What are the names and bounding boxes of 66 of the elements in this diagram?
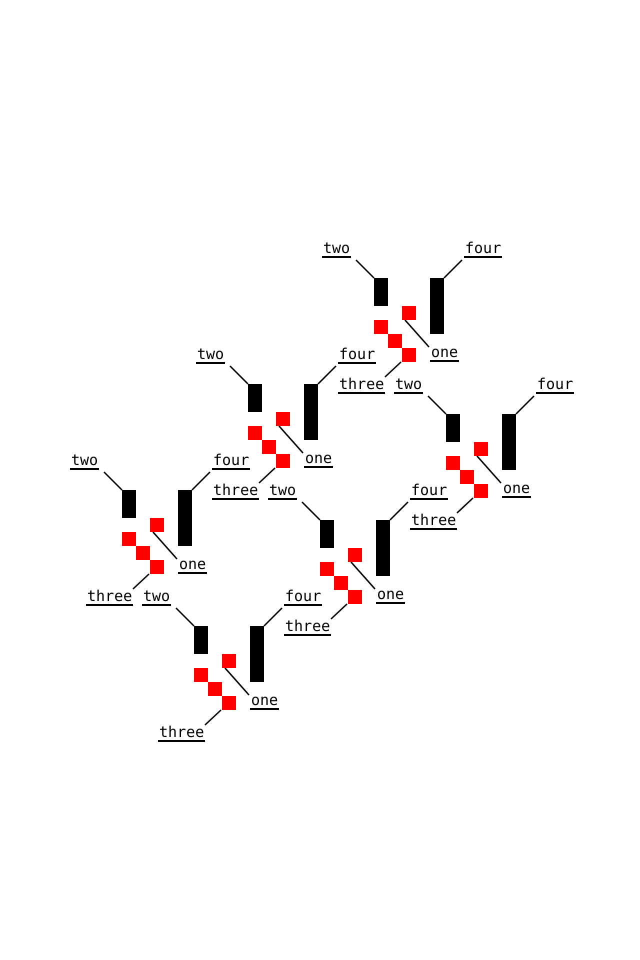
stepped-squares-drawing	[248, 426, 290, 468]
part-label: three	[158, 724, 206, 742]
bar-marker	[430, 278, 444, 334]
part-label: four	[212, 452, 250, 470]
part-label: four	[338, 346, 376, 364]
square-marker	[474, 442, 488, 456]
leader-line	[258, 467, 276, 484]
part-label: three	[212, 482, 260, 500]
leader-line	[355, 259, 375, 279]
bar-marker	[304, 384, 318, 440]
part-label: one	[502, 480, 532, 498]
square-marker	[276, 412, 290, 426]
leader-line	[330, 603, 348, 620]
bar-marker	[502, 414, 516, 470]
part-label: four	[536, 376, 574, 394]
bar-marker	[122, 490, 136, 518]
stepped-squares-drawing	[194, 668, 236, 710]
leader-line	[263, 607, 283, 627]
leader-line	[229, 365, 249, 385]
stepped-squares-drawing	[122, 532, 164, 574]
part-label: three	[86, 588, 134, 606]
part-label: one	[250, 692, 280, 710]
leader-line	[204, 709, 222, 726]
part-label: four	[410, 482, 448, 500]
square-marker	[150, 518, 164, 532]
part-label: three	[284, 618, 332, 636]
leader-line	[384, 361, 402, 378]
bar-marker	[250, 626, 264, 682]
bar-marker	[194, 626, 208, 654]
bar-marker	[320, 520, 334, 548]
leader-line	[456, 497, 474, 514]
part-label: one	[304, 450, 334, 468]
part-label: four	[284, 588, 322, 606]
part-label: two	[70, 452, 100, 470]
part-label: one	[430, 344, 460, 362]
leader-line	[443, 259, 463, 279]
bar-marker	[376, 520, 390, 576]
leader-line	[103, 471, 123, 491]
bar-marker	[178, 490, 192, 546]
part-label: four	[464, 240, 502, 258]
bar-marker	[374, 278, 388, 306]
leader-line	[132, 573, 150, 590]
leader-line	[191, 471, 211, 491]
leader-line	[301, 501, 321, 521]
part-label: two	[196, 346, 226, 364]
bar-marker	[446, 414, 460, 442]
part-label: two	[268, 482, 298, 500]
part-label: two	[142, 588, 172, 606]
stepped-squares-drawing	[320, 562, 362, 604]
part-label: three	[338, 376, 386, 394]
part-label: two	[394, 376, 424, 394]
leader-line	[317, 365, 337, 385]
square-marker	[402, 306, 416, 320]
leader-line	[389, 501, 409, 521]
stepped-squares-drawing	[446, 456, 488, 498]
part-label: two	[322, 240, 352, 258]
leader-line	[427, 395, 447, 415]
leader-line	[515, 395, 535, 415]
leader-line	[175, 607, 195, 627]
square-marker	[348, 548, 362, 562]
part-label: one	[376, 586, 406, 604]
bar-marker	[248, 384, 262, 412]
part-label: one	[178, 556, 208, 574]
stepped-squares-drawing	[374, 320, 416, 362]
square-marker	[222, 654, 236, 668]
part-label: three	[410, 512, 458, 530]
